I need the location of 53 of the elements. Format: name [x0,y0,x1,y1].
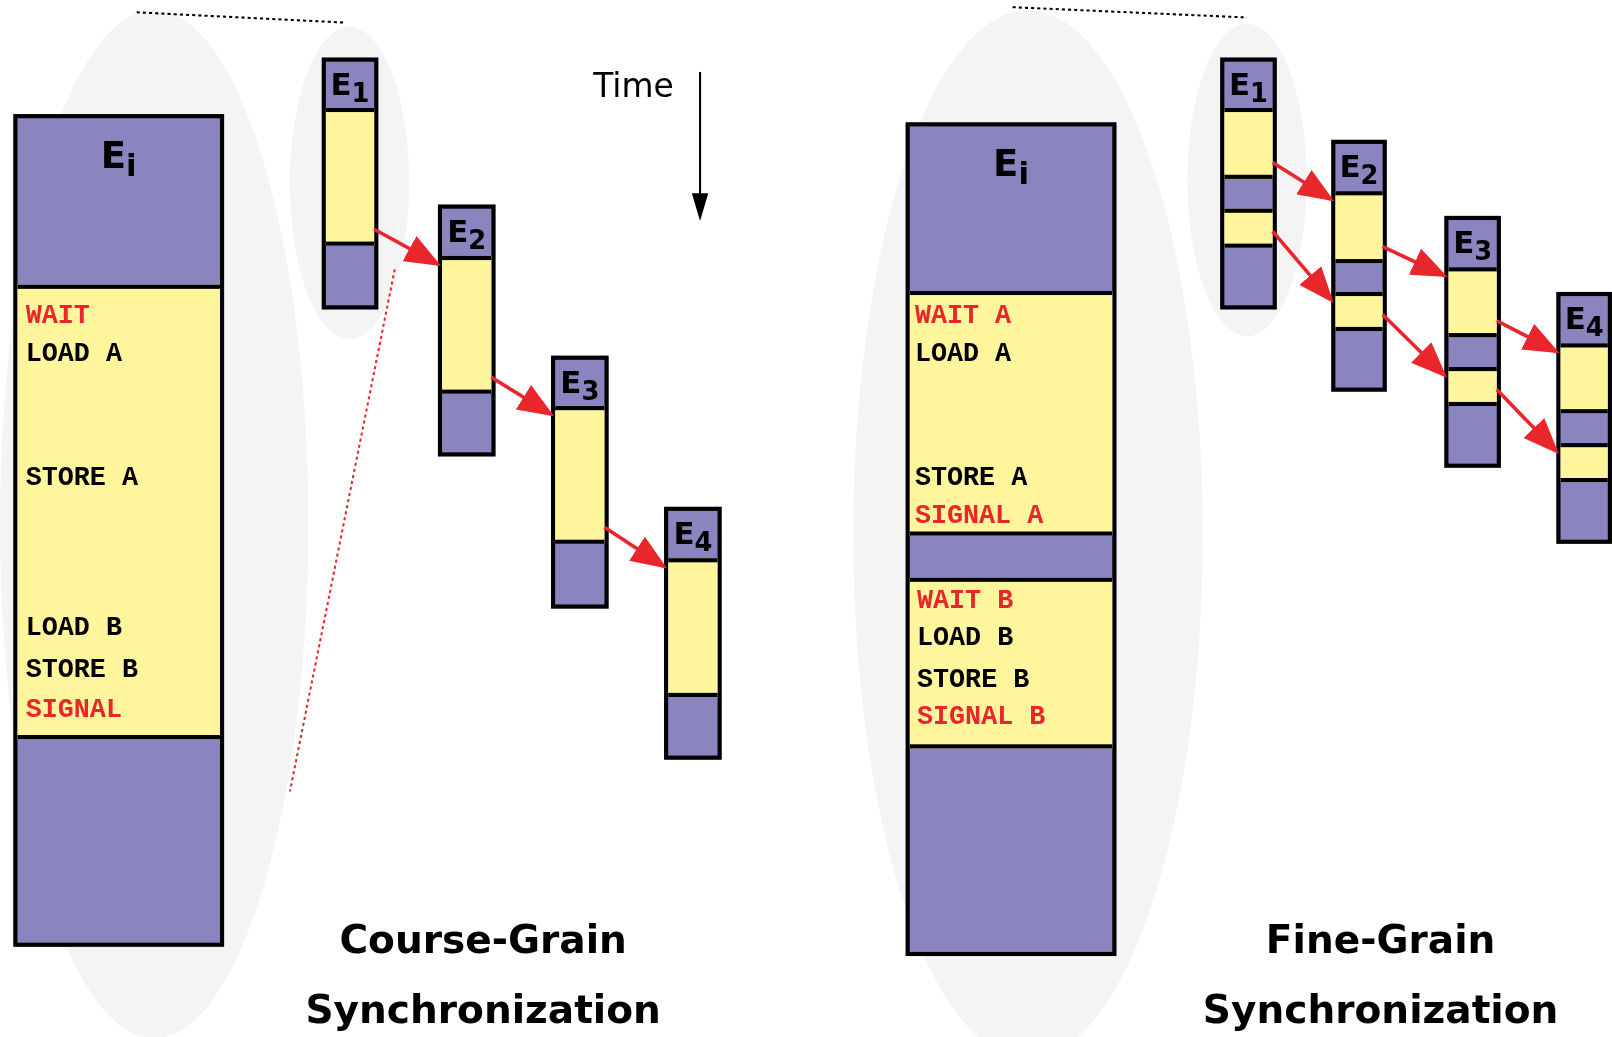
code-block [909,577,1113,749]
instruction-text: SIGNAL [25,694,122,724]
arrow [490,375,555,417]
instruction-text: WAIT [25,301,90,330]
process-column [1444,215,1501,468]
instruction-text: STORE A [25,463,138,493]
sync-segment [1224,208,1273,248]
sync-segment [1448,367,1497,407]
instruction-text: SIGNAL B [917,702,1046,731]
sync-segment [668,558,718,697]
time-label: Time [593,65,674,105]
instruction-text: LOAD B [917,622,1014,652]
arrow [1495,388,1559,454]
column-header: E$_{i}$ [992,140,1030,194]
process-column [1220,57,1277,310]
panel-title: Course-Grain Synchronization [304,916,662,1035]
instruction-text: STORE B [917,665,1030,694]
code-block [909,290,1113,536]
arrow [1271,230,1334,303]
instruction-text: WAIT B [917,585,1014,615]
process-column [321,57,379,310]
arrow [1381,313,1447,378]
process-column [905,122,1117,957]
process-column [13,114,225,947]
instruction-text: LOAD A [25,339,122,368]
sync-segment [442,255,492,394]
sync-segment [555,406,605,544]
instruction-text: SIGNAL A [914,501,1044,531]
process-column [664,506,722,760]
instruction-text: LOAD A [914,339,1012,368]
sync-segment [1224,107,1273,179]
sync-segment [1560,443,1608,483]
panel-title: Fine-Grain Synchronization [1201,916,1560,1035]
arrow [1271,160,1335,202]
arrow [373,227,442,266]
arrow [1381,245,1448,278]
column-header: E$_{i}$ [99,132,138,186]
process-column [437,204,496,457]
sync-segment [1560,343,1608,414]
sync-segment [1335,191,1383,264]
sync-segment [1448,267,1497,338]
arrow [603,525,668,569]
sync-segment [325,107,375,246]
instruction-text: LOAD B [25,613,122,643]
code-block [17,284,220,740]
instruction-text: STORE B [25,655,138,685]
arrow [1495,319,1560,354]
process-column [1556,291,1612,544]
process-column [551,355,609,609]
instruction-text: WAIT A [914,301,1012,330]
sync-segment [1335,291,1383,331]
process-column [1331,139,1387,392]
instruction-text: STORE A [914,463,1028,493]
